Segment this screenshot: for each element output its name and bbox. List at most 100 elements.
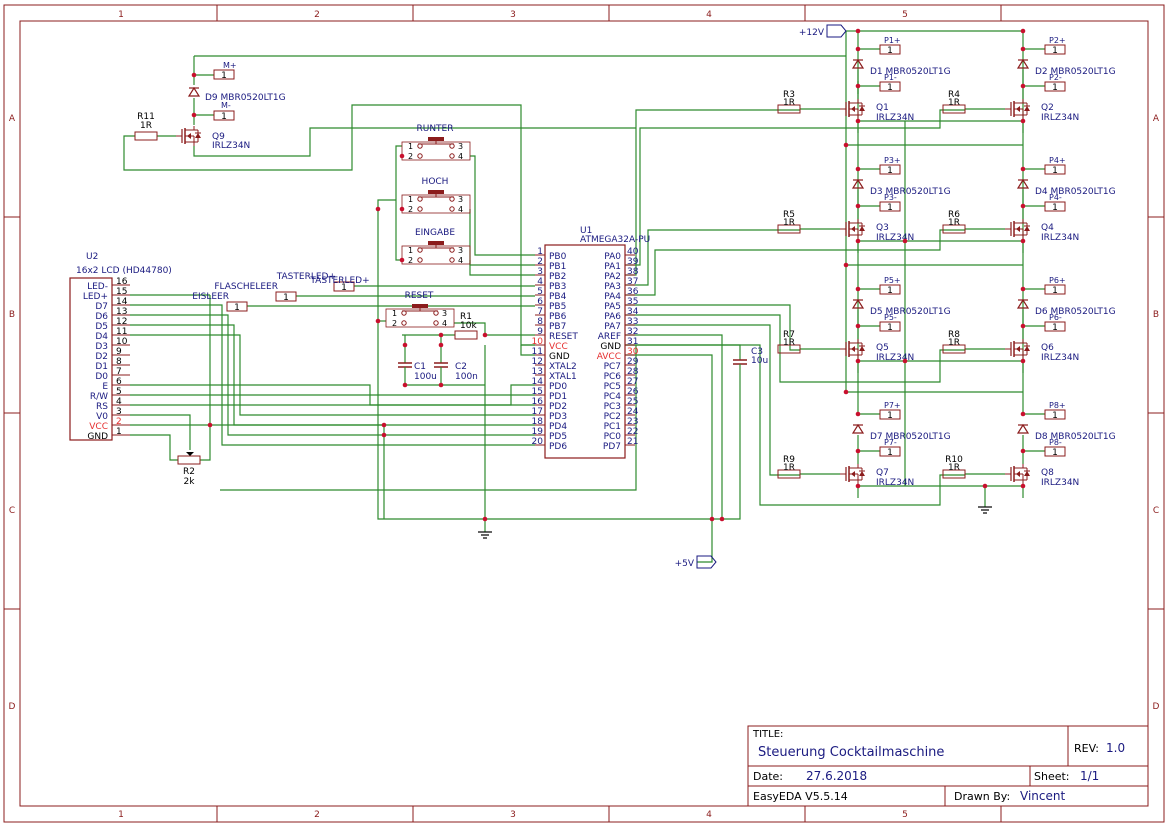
mosfet-ref: Q9	[212, 132, 225, 142]
junction-dot	[855, 166, 861, 172]
junction-dot	[399, 153, 405, 159]
junction-dot	[402, 382, 408, 388]
junction-dot	[1020, 203, 1026, 209]
mcu-pin-name: PC0	[604, 432, 622, 442]
mcu-pin-name: XTAL2	[549, 362, 577, 372]
button-cap	[428, 137, 444, 141]
lcd-pin-name: VCC	[89, 422, 108, 432]
mcu-pin-number: 12	[532, 357, 543, 367]
lcd-pin-number: 16	[116, 277, 128, 287]
frame-labels: 1 2 3 4 5 1 2 3 4 5 A B C D A B C D	[9, 10, 1160, 820]
reset-pullup-resistor	[454, 330, 478, 340]
resistor-value: 1R	[783, 463, 795, 473]
mcu-pin-number: 11	[532, 347, 543, 357]
mosfet-ref: Q5	[876, 343, 889, 353]
mosfet-arrow	[851, 471, 855, 477]
mcu-pin-number: 40	[627, 247, 639, 257]
junction-dot	[855, 46, 861, 52]
resistor-ref: R1	[460, 312, 472, 322]
button-pin-num: 4	[442, 319, 447, 328]
col-label: 1	[118, 810, 124, 820]
header-pin-box	[213, 110, 235, 121]
junction-dot	[1020, 118, 1026, 124]
button-pin	[449, 206, 455, 212]
mcu-pin-number: 21	[627, 437, 638, 447]
mcu-pin-name: PB0	[549, 252, 567, 262]
wire	[625, 304, 800, 351]
sheet-value: 1/1	[1080, 769, 1099, 783]
junction-dot	[207, 422, 213, 428]
mcu-body	[544, 244, 626, 459]
mcu-pin-name: PC4	[604, 392, 622, 402]
mosfet-arrow	[187, 133, 191, 139]
resistor-ref: R11	[137, 112, 155, 122]
col-label: 4	[706, 810, 712, 820]
wire	[130, 334, 535, 416]
mcu-pin-name: PB1	[549, 262, 566, 272]
resistor-value: 1R	[948, 218, 960, 228]
button-pin	[449, 196, 455, 202]
lcd-contrast-pot	[177, 455, 201, 465]
wire	[625, 324, 800, 476]
mcu-pin-number: 39	[627, 257, 639, 267]
mcu-pin-number: 7	[537, 307, 543, 317]
wire	[469, 260, 535, 276]
lcd-pin-name: D4	[95, 332, 108, 342]
mosfet-arrow	[1016, 471, 1020, 477]
mosfet-value: IRLZ34N	[876, 233, 914, 243]
junction-dot	[855, 118, 861, 124]
junction-dot	[1020, 483, 1026, 489]
header-pin-number: 1	[1052, 448, 1058, 458]
wire	[485, 372, 741, 520]
sheet-label: Sheet:	[1034, 770, 1070, 783]
mcu-pin-name: GND	[600, 342, 621, 352]
mcu-pin-number: 22	[627, 427, 638, 437]
title-label: TITLE:	[752, 729, 783, 740]
wire	[130, 314, 535, 436]
header-pin-number: 1	[1052, 46, 1058, 56]
mcu-pin-number: 30	[627, 347, 639, 357]
junction-dot	[482, 332, 488, 338]
rev-label: REV:	[1074, 742, 1099, 755]
mcu-pin-name: AREF	[598, 332, 621, 342]
header-label: P8+	[1049, 401, 1066, 410]
diode-label: D3 MBR0520LT1G	[870, 187, 951, 197]
mosfet-ref: Q2	[1041, 103, 1054, 113]
resistor-ref: R10	[945, 455, 963, 465]
diode-label: D8 MBR0520LT1G	[1035, 432, 1116, 442]
mcu-pin-name: PD7	[603, 442, 621, 452]
connector-label: TASTERLED+	[276, 272, 336, 282]
lcd-pin-number: 1	[116, 427, 122, 437]
wire	[123, 104, 535, 346]
row-label: A	[1153, 114, 1160, 124]
mcu-pin-number: 23	[627, 417, 638, 427]
header-pin-box	[213, 69, 235, 80]
mcu-ref: U1	[580, 226, 592, 236]
lcd-value: 16x2 LCD (HD44780)	[76, 266, 172, 276]
mcu-pin-number: 3	[537, 267, 543, 277]
resistor-ref: R4	[948, 90, 960, 100]
power-5v-label: +5V	[675, 559, 695, 569]
button-pin	[449, 153, 455, 159]
junction-dot	[902, 238, 908, 244]
power-12v-label: +12V	[799, 28, 825, 38]
wire	[454, 322, 535, 336]
drawn-by-label: Drawn By:	[954, 790, 1010, 803]
header-pin-number: 1	[341, 283, 347, 293]
header-pin-number: 1	[221, 112, 227, 122]
junction-dot	[843, 389, 849, 395]
junction-dot	[902, 358, 908, 364]
resistor-value: 1R	[948, 338, 960, 348]
mcu-pin-name: PC3	[604, 402, 621, 412]
header-pin-box	[333, 281, 355, 292]
drawn-by-value: Vincent	[1020, 789, 1065, 803]
button-pin	[417, 257, 423, 263]
wire	[377, 199, 485, 520]
mosfet-ref: Q6	[1041, 343, 1054, 353]
resistor-value: 10k	[460, 321, 477, 331]
junction-dot	[709, 516, 715, 522]
mosfet-value: IRLZ34N	[1041, 478, 1079, 488]
junction-dot	[1020, 238, 1026, 244]
junction-dot	[1020, 83, 1026, 89]
lcd-pin-name: GND	[87, 432, 108, 442]
